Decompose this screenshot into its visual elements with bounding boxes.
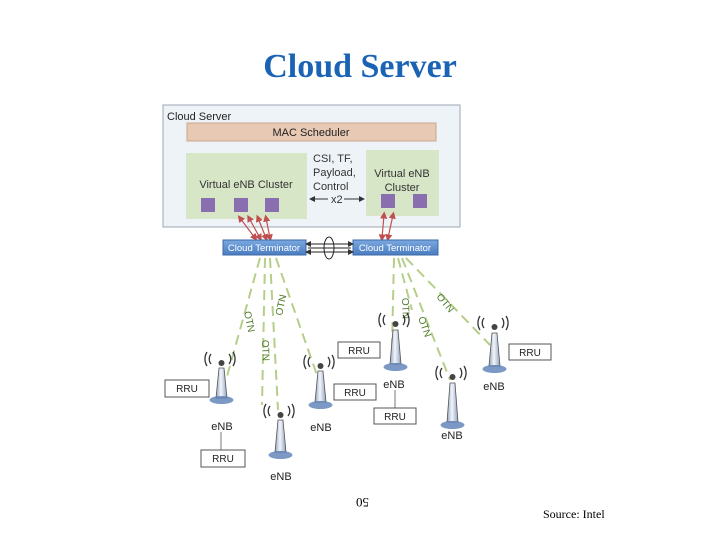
svg-text:CSI, TF,: CSI, TF,	[313, 153, 353, 165]
antenna-signal-icon	[263, 403, 295, 419]
svg-text:Payload,: Payload,	[313, 167, 356, 179]
svg-text:Cloud Terminator: Cloud Terminator	[228, 243, 300, 254]
svg-text:Cloud Terminator: Cloud Terminator	[359, 243, 431, 254]
virtual-enb-cluster-right: Virtual eNB Cluster	[366, 150, 439, 216]
enb-site: eNB	[263, 403, 295, 483]
mac-scheduler: MAC Scheduler	[186, 122, 437, 142]
cloud-terminator-left: Cloud Terminator	[222, 239, 307, 256]
enb-tower-icon	[488, 332, 501, 367]
enb-label: eNB	[383, 379, 404, 391]
cloud-server-label: Cloud Server	[167, 111, 232, 123]
antenna-signal-icon	[303, 354, 335, 370]
rru-box: RRU	[373, 407, 417, 425]
vm-block	[234, 198, 248, 212]
enb-tower-icon	[446, 382, 459, 423]
enb-tower-icon	[215, 367, 228, 399]
svg-text:Control: Control	[313, 181, 348, 193]
enb-site: eNB	[378, 312, 410, 391]
cluster-left-label: Virtual eNB Cluster	[199, 179, 293, 191]
cluster-right-label-line1: Virtual eNB	[374, 168, 429, 180]
svg-text:RRU: RRU	[519, 348, 541, 359]
enb-label: eNB	[270, 471, 291, 483]
enb-tower-icon	[389, 329, 402, 365]
rru-box: RRU	[333, 383, 377, 401]
enb-label: eNB	[483, 381, 504, 393]
otn-label: OTN	[399, 298, 411, 319]
otn-links	[225, 257, 491, 411]
otn-label: OTN	[241, 310, 256, 333]
enb-site: eNB	[204, 351, 236, 433]
svg-text:x2: x2	[331, 194, 343, 206]
terminator-link	[305, 236, 354, 260]
rru-box: RRU	[200, 449, 246, 468]
enb-site: eNB	[477, 315, 509, 393]
vm-block	[413, 194, 427, 208]
rru-box: RRU	[164, 379, 210, 398]
svg-text:RRU: RRU	[212, 454, 234, 465]
enb-label: eNB	[211, 421, 232, 433]
cluster-right-label-line2: Cluster	[385, 182, 420, 194]
rru-box: RRU	[337, 341, 381, 359]
svg-text:RRU: RRU	[344, 388, 366, 399]
otn-label: OTN	[434, 292, 456, 315]
enb-label: eNB	[310, 422, 331, 434]
vm-block	[381, 194, 395, 208]
svg-text:RRU: RRU	[384, 412, 406, 423]
otn-labels: OTN OTN OTN OTN OTN OTN	[241, 292, 456, 361]
cloud-terminator-right: Cloud Terminator	[352, 239, 439, 256]
antenna-signal-icon	[435, 365, 467, 381]
svg-text:RRU: RRU	[348, 346, 370, 357]
mac-scheduler-label: MAC Scheduler	[272, 127, 349, 139]
otn-label: OTN	[274, 294, 289, 317]
virtual-enb-cluster-left: Virtual eNB Cluster	[186, 153, 307, 219]
otn-label: OTN	[415, 315, 433, 339]
vm-block	[201, 198, 215, 212]
interconnect-label: CSI, TF, Payload, Control x2	[309, 153, 365, 206]
enb-tower-icon	[274, 419, 287, 453]
svg-text:RRU: RRU	[176, 384, 198, 395]
page-number: 50	[356, 495, 369, 510]
vm-block	[265, 198, 279, 212]
source-credit: Source: Intel	[543, 507, 605, 521]
enb-tower-icon	[314, 370, 327, 403]
antenna-signal-icon	[204, 351, 236, 367]
rru-box: RRU	[508, 343, 552, 361]
enb-site: eNB	[435, 365, 467, 442]
enb-label: eNB	[441, 430, 462, 442]
cluster-terminator-arrows	[237, 211, 396, 242]
antenna-signal-icon	[378, 312, 410, 328]
slide-title: Cloud Server	[263, 48, 457, 85]
antenna-signal-icon	[477, 315, 509, 331]
enb-site: eNB	[303, 354, 335, 434]
otn-label: OTN	[259, 340, 271, 361]
